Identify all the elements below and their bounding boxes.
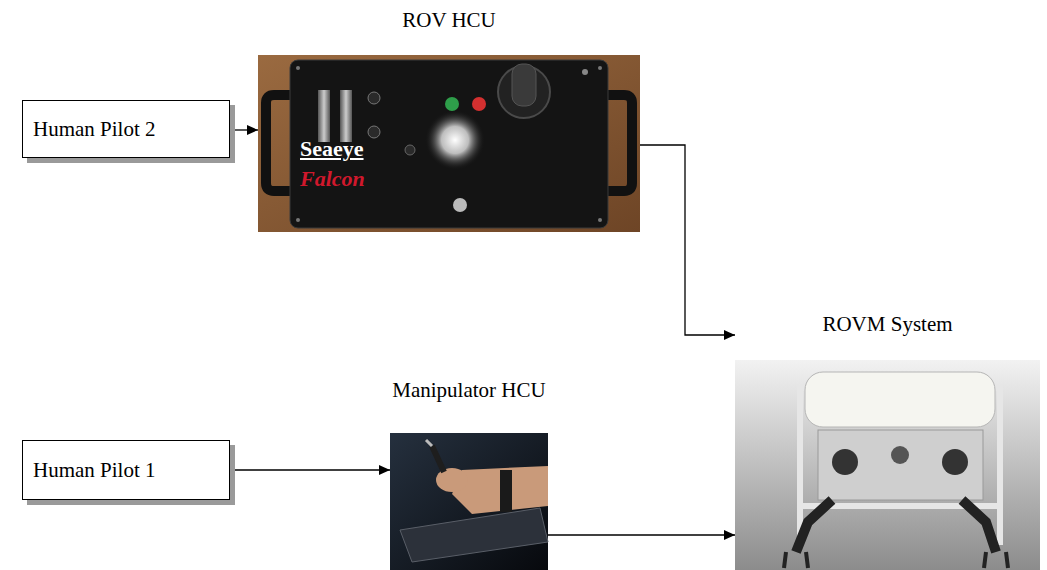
connector-arrow bbox=[548, 530, 735, 540]
arrow-head bbox=[724, 530, 735, 540]
connector-line bbox=[230, 469, 390, 470]
connector-arrow bbox=[640, 145, 735, 340]
connector-line bbox=[548, 534, 735, 535]
process-box: Human Pilot 2 bbox=[22, 100, 230, 158]
arrow-head bbox=[724, 330, 735, 340]
manipulator-hcu-photo bbox=[390, 433, 548, 570]
process-box: Human Pilot 1 bbox=[22, 440, 230, 500]
box-label: Human Pilot 1 bbox=[33, 458, 156, 483]
brand-label: Seaeye bbox=[300, 136, 364, 162]
figure-node: Manipulator HCU bbox=[390, 378, 548, 568]
figure-heading: Manipulator HCU bbox=[390, 378, 548, 403]
connector-arrow bbox=[230, 125, 258, 135]
model-label: Falcon bbox=[300, 166, 365, 192]
figure-node: ROVM System bbox=[735, 312, 1040, 568]
figure-heading: ROV HCU bbox=[258, 8, 640, 33]
figure-node: ROV HCU bbox=[258, 8, 640, 232]
box-label: Human Pilot 2 bbox=[33, 117, 156, 142]
rovm-photo bbox=[735, 360, 1040, 570]
arrow-head bbox=[379, 465, 390, 475]
connector-arrow bbox=[230, 465, 390, 475]
rov-hcu-photo bbox=[258, 55, 640, 232]
arrow-head bbox=[247, 125, 258, 135]
figure-heading: ROVM System bbox=[735, 312, 1040, 337]
connector-line bbox=[640, 145, 735, 335]
